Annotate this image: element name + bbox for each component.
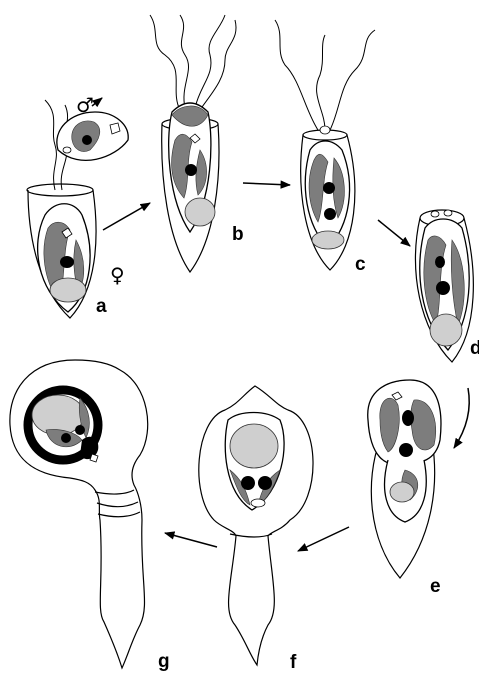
- label-e: e: [430, 576, 441, 597]
- stage-d-cell: [415, 210, 473, 362]
- male-symbol: ♂: [76, 93, 94, 117]
- stage-c-cell: [275, 20, 375, 270]
- stage-e-cell: [368, 380, 441, 578]
- arrow-d-to-e: [454, 388, 469, 448]
- arrow-a-to-b: [103, 203, 150, 230]
- label-c: c: [355, 254, 366, 275]
- label-b: b: [232, 224, 244, 245]
- female-symbol: ♀: [110, 263, 125, 287]
- arrow-b-to-c: [243, 183, 290, 185]
- label-d: d: [470, 338, 479, 359]
- stage-b-cell: [150, 15, 236, 272]
- arrow-c-to-d: [378, 220, 410, 246]
- arrow-e-to-f: [298, 527, 349, 551]
- stage-f-cell: [199, 386, 313, 665]
- label-f: f: [290, 652, 297, 673]
- label-g: g: [158, 651, 170, 672]
- label-a: a: [96, 296, 107, 317]
- arrow-f-to-g: [165, 533, 217, 547]
- stage-g-cell: [10, 360, 148, 668]
